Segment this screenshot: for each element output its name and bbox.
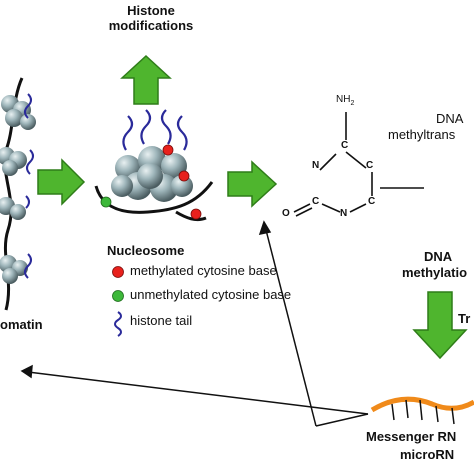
- cytosine-c5: C: [366, 160, 374, 171]
- nucleosome-illustration: [94, 109, 214, 222]
- cytosine-structure: [293, 112, 424, 217]
- nucleosome-label: Nucleosome: [107, 243, 185, 258]
- methylated-legend-label: methylated cytosine base: [130, 263, 277, 278]
- cytosine-c4: C: [341, 140, 349, 151]
- cytosine-oxygen: O: [282, 208, 290, 219]
- green-right-arrow-icon: [227, 160, 278, 208]
- modifications-line: modifications: [108, 17, 194, 33]
- cytosine-c6: C: [368, 196, 376, 207]
- histone-tail-legend-icon: [114, 311, 122, 337]
- methylated-legend-dot: [112, 266, 124, 278]
- feedback-arrows: [20, 220, 369, 427]
- dna-methylation-line2: methylatio: [402, 265, 468, 280]
- unmethylated-legend-label: unmethylated cytosine base: [130, 287, 292, 302]
- chromatin-illustration: [0, 77, 36, 311]
- dnmt-line1: DNA: [436, 111, 464, 126]
- cytosine-c2: C: [312, 196, 320, 207]
- nh2-subscript: 2: [350, 100, 355, 107]
- microrna-label: microRN: [400, 447, 455, 462]
- green-up-arrow-icon: [120, 54, 172, 105]
- dnmt-line2: methyltrans: [388, 127, 456, 142]
- dna-methylation-line1: DNA: [424, 249, 453, 264]
- nh2-label: NH2: [336, 94, 354, 108]
- histone-tail-legend-label: histone tail: [130, 313, 193, 328]
- histone-line: Histone: [127, 3, 175, 18]
- green-right-arrow-icon: [37, 158, 86, 206]
- chromatin-label: omatin: [0, 317, 43, 332]
- messenger-rna-label: Messenger RN: [366, 429, 457, 444]
- cytosine-n1: N: [340, 208, 348, 219]
- rna-strand: [370, 396, 474, 425]
- unmethylated-legend-dot: [112, 290, 124, 302]
- transcription-label: Tr: [458, 311, 471, 326]
- nh2-text: NH: [336, 94, 351, 105]
- cytosine-n3: N: [312, 160, 320, 171]
- green-down-arrow-icon: [412, 291, 468, 360]
- histone-modifications-label: Histone modifications: [96, 3, 206, 34]
